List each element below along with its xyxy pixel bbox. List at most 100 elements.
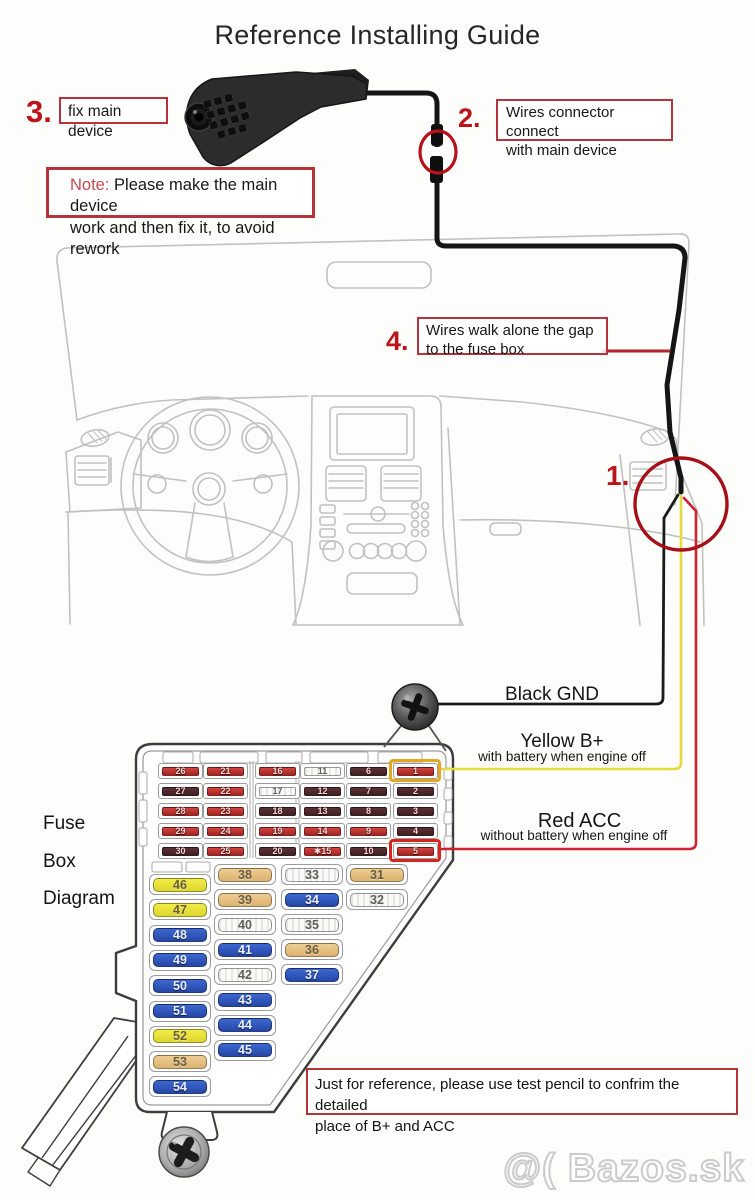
- fuse-25: 25: [203, 843, 248, 859]
- fuse-14: 14: [300, 823, 345, 839]
- watermark: @( Bazos.sk: [502, 1146, 745, 1191]
- fuse-number: 16: [272, 766, 283, 776]
- step4-label-box: Wires walk alone the gap to the fuse box: [417, 317, 608, 358]
- car-dashboard-drawing: [56, 233, 705, 626]
- fuse-box-label-line3: Diagram: [43, 888, 115, 909]
- fuse-number: 51: [173, 1004, 187, 1018]
- fuse-41: 41: [214, 939, 276, 961]
- fuse1-highlight: [389, 759, 441, 782]
- fuse-number: 46: [173, 877, 187, 892]
- fuse-number: 31: [370, 867, 384, 882]
- step2-number: 2.: [458, 103, 481, 133]
- fuse-8: 8: [346, 803, 391, 819]
- fuse-number: 40: [238, 917, 252, 932]
- fuse-number: 8: [365, 806, 371, 816]
- fuse-54: 54: [149, 1076, 211, 1098]
- step3-number: 3.: [26, 94, 52, 129]
- fuse-7: 7: [346, 783, 391, 799]
- main-cable: [363, 90, 688, 495]
- fuse-number: ✱15: [313, 845, 332, 856]
- fuse-number: 19: [272, 826, 283, 836]
- fuse-39: 39: [214, 889, 276, 911]
- fuse-number: 50: [173, 978, 187, 993]
- fuse-22: 22: [203, 783, 248, 799]
- fuse-37: 37: [281, 964, 343, 986]
- fuse-35: 35: [281, 914, 343, 936]
- fuse-23: 23: [203, 803, 248, 819]
- fuse-number: 3: [412, 806, 418, 816]
- speaker-grille: [202, 93, 251, 140]
- acc-wire-sublabel: without battery when engine off: [480, 828, 668, 843]
- fuse-19: 19: [255, 823, 300, 839]
- note-line1-rest: Please make the main device: [70, 176, 278, 216]
- fuse-5: 5: [393, 843, 438, 859]
- fuse-26: 26: [158, 763, 203, 779]
- fuse-number: 44: [238, 1018, 252, 1033]
- fuse-number: 37: [305, 967, 319, 982]
- fuse-number: 32: [370, 892, 384, 907]
- fuse-number: 27: [175, 786, 186, 796]
- fuse-number: 22: [220, 786, 231, 796]
- wiring-harness: [363, 90, 729, 851]
- step1-number: 1.: [606, 460, 630, 491]
- fuse-12: 12: [300, 783, 345, 799]
- footer-note-line1: Just for reference, please use test penc…: [315, 1076, 680, 1114]
- fuse-box-label-line1: Fuse: [43, 813, 86, 834]
- fuse-number: 49: [173, 953, 187, 968]
- fuse-30: 30: [158, 843, 203, 859]
- fuse-number: 53: [173, 1054, 187, 1069]
- step4-line2: to the fuse box: [426, 341, 525, 359]
- fuse-number: 4: [412, 826, 418, 836]
- fuse-50: 50: [149, 975, 211, 997]
- fuse-53: 53: [149, 1051, 211, 1073]
- fuse-number: 11: [317, 766, 328, 776]
- fuse-51: 51: [149, 1000, 211, 1022]
- fuse-52: 52: [149, 1025, 211, 1047]
- fuse-number: 10: [363, 846, 374, 856]
- fuse-number: 6: [365, 766, 371, 776]
- fuse-31: 31: [346, 864, 408, 885]
- fuse-43: 43: [214, 989, 276, 1011]
- fuse-number: 38: [238, 867, 252, 882]
- gnd-wire: [436, 493, 680, 706]
- fuse-number: 28: [175, 806, 186, 816]
- fuse-49: 49: [149, 949, 211, 971]
- fuse-number: 13: [317, 806, 328, 816]
- split-circle: [633, 456, 729, 552]
- fuse-28: 28: [158, 803, 203, 819]
- fuse-number: 12: [317, 786, 328, 796]
- fuse-44: 44: [214, 1014, 276, 1036]
- fuse-number: 14: [317, 826, 328, 836]
- fuse-6: 6: [346, 763, 391, 779]
- fuse-number: 21: [220, 766, 231, 776]
- bplus-wire-label: Yellow B+: [520, 731, 604, 752]
- fuse-number: 1: [412, 766, 418, 776]
- acc-wire: [440, 496, 698, 851]
- fuse-number: 18: [272, 806, 283, 816]
- fuse-24: 24: [203, 823, 248, 839]
- fuse-32: 32: [346, 889, 408, 911]
- fuse5-highlight: [389, 839, 441, 862]
- ground-screw: [383, 683, 447, 752]
- fuse-number: 20: [272, 846, 283, 856]
- fuse-number: 25: [220, 846, 231, 856]
- note-box: Note: Please make the main device work a…: [46, 167, 315, 258]
- fuse-number: 34: [305, 892, 319, 907]
- step2-line1: Wires connector connect: [506, 104, 615, 141]
- fuse-34: 34: [281, 889, 343, 911]
- fuse-10: 10: [346, 843, 391, 859]
- fuse-number: 47: [173, 902, 187, 917]
- fuse-number: 48: [173, 928, 187, 943]
- fuse-15: ✱15: [300, 843, 345, 859]
- fuse-number: 9: [365, 826, 371, 836]
- fuse-29: 29: [158, 823, 203, 839]
- fuse-number: 7: [365, 786, 371, 796]
- fuse-1: 1: [393, 763, 438, 779]
- fuse-number: 35: [305, 917, 319, 932]
- fuse-box-label-line2: Box: [43, 851, 76, 872]
- fuse-40: 40: [214, 914, 276, 936]
- fuse-16: 16: [255, 763, 300, 779]
- page-title: Reference Installing Guide: [214, 20, 541, 50]
- fuse-27: 27: [158, 783, 203, 799]
